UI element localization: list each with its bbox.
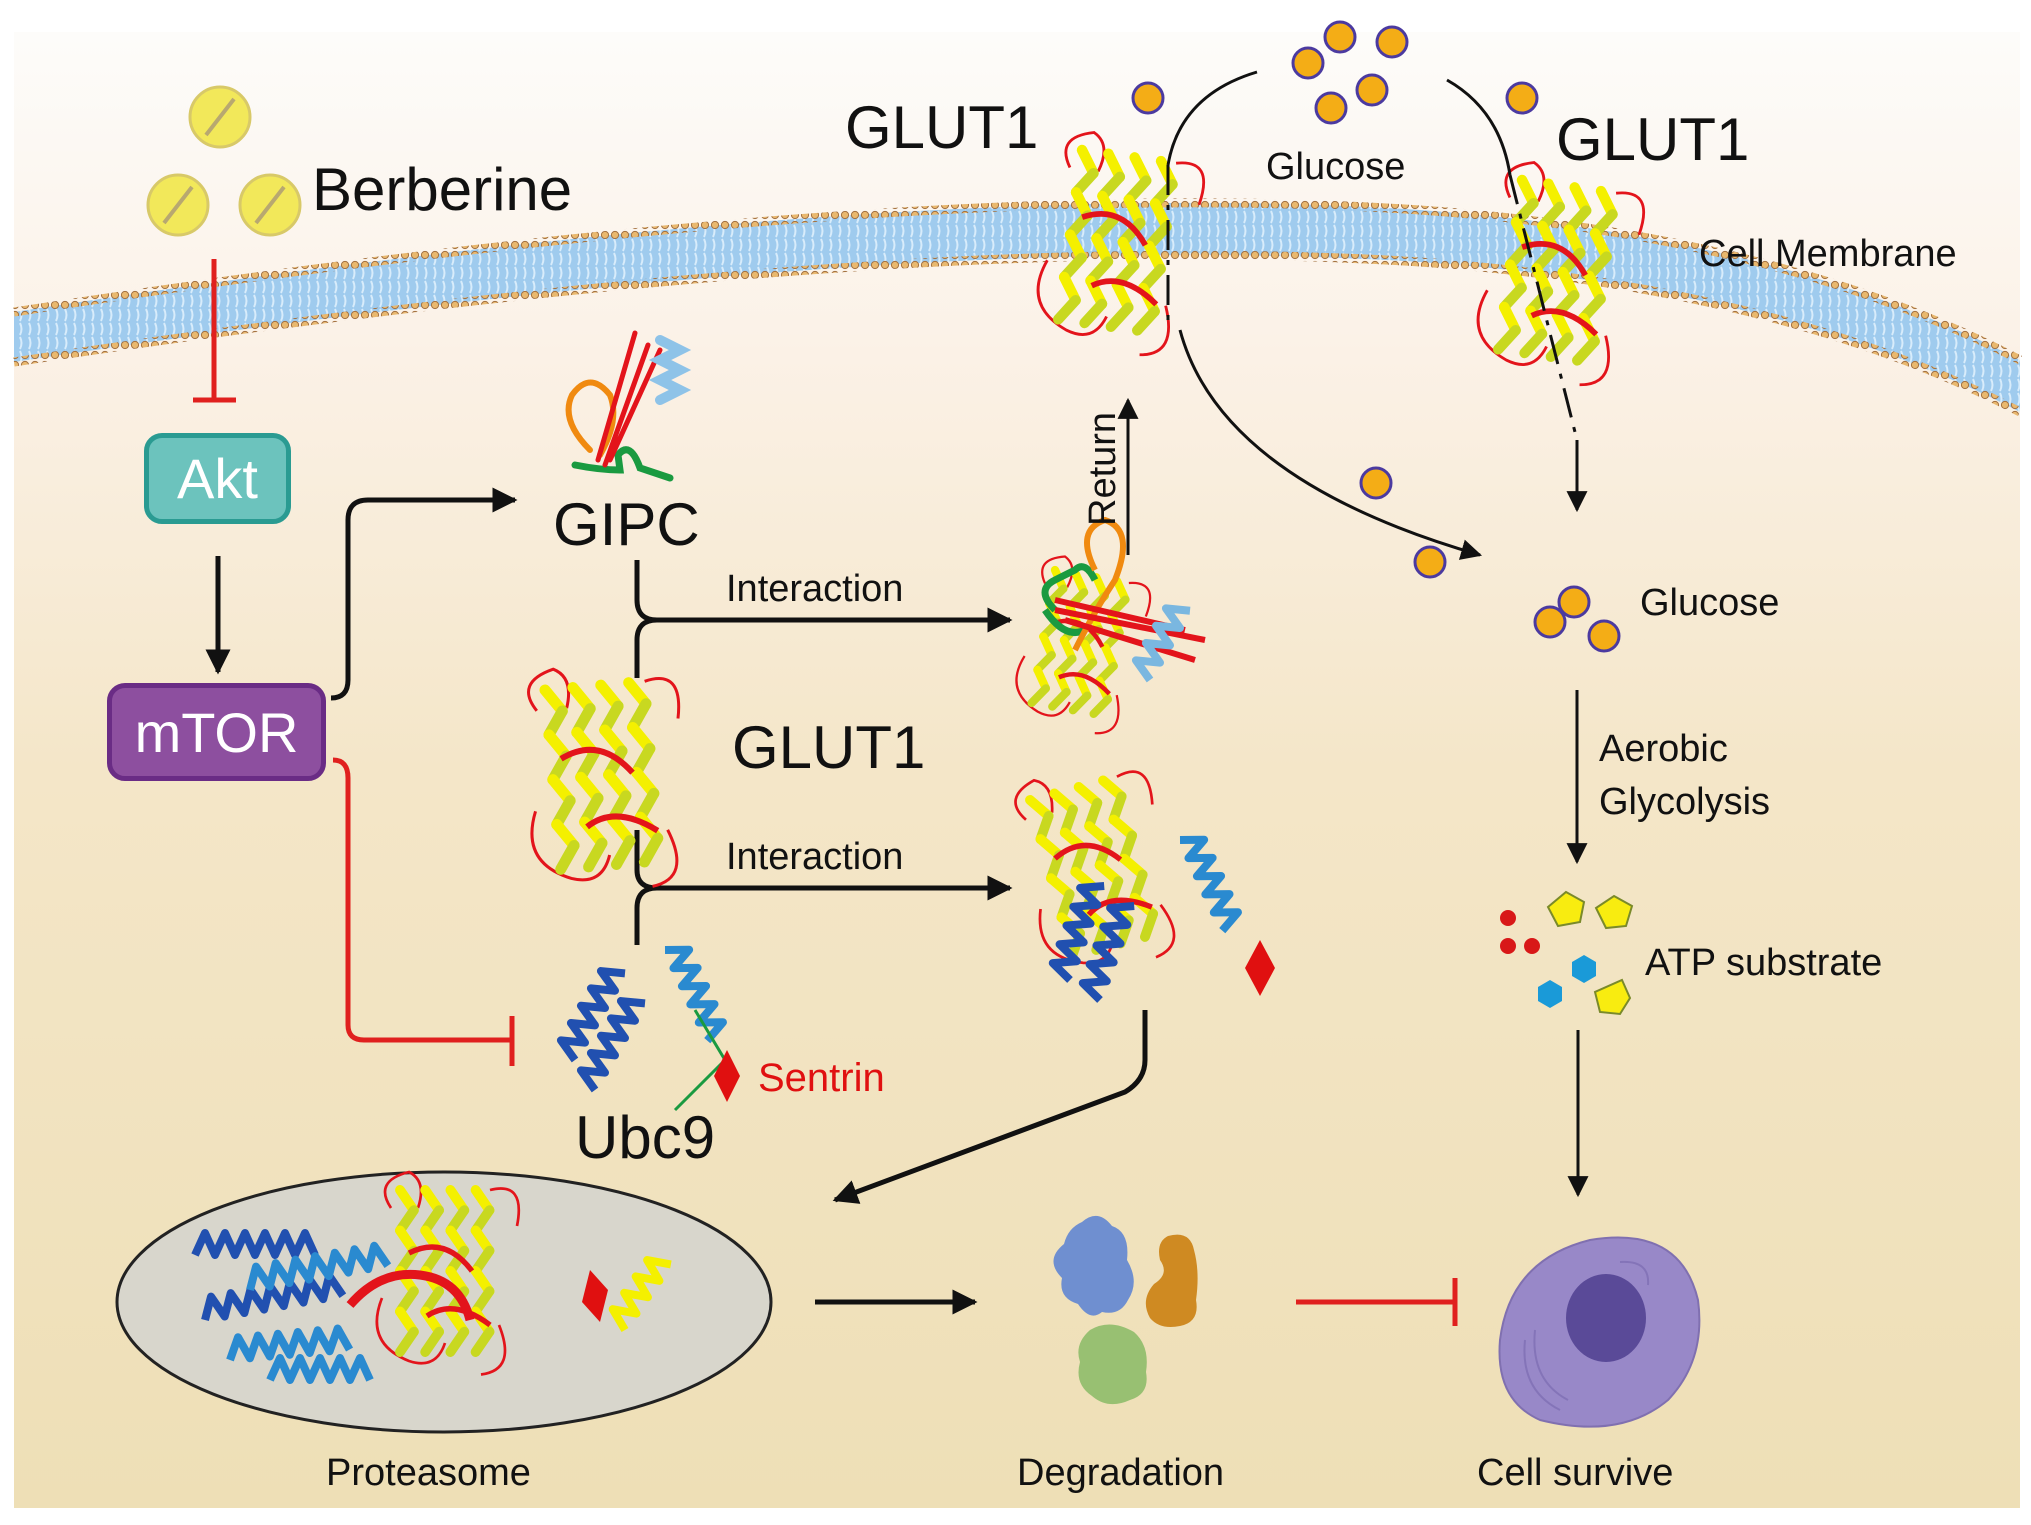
mtor-node[interactable]: mTOR xyxy=(107,683,326,781)
akt-node[interactable]: Akt xyxy=(144,433,291,524)
glucose-molecule xyxy=(1131,81,1165,115)
mtor-label: mTOR xyxy=(134,700,299,764)
interaction-1-edge xyxy=(634,560,1013,678)
glucose-molecule xyxy=(1533,605,1567,639)
glut1-membrane-right-label: GLUT1 xyxy=(1556,106,1750,173)
glucose-transport-right-edge xyxy=(1446,78,1588,513)
gipc-label: GIPC xyxy=(553,491,700,558)
degraded-protein-fragments-icon xyxy=(1053,1215,1198,1405)
mtor-activates-gipc-edge xyxy=(330,487,518,701)
glucose-molecules-icon xyxy=(1131,20,1621,653)
glucose-molecule xyxy=(1291,46,1325,80)
return-label: Return xyxy=(1082,411,1124,526)
interaction-2-label: Interaction xyxy=(726,836,904,878)
glut1-ubc9-sentrin-complex-icon xyxy=(1014,770,1275,1003)
proteasome-label: Proteasome xyxy=(326,1452,531,1494)
aerobic-label: Aerobic xyxy=(1599,728,1728,770)
ubc9-label: Ubc9 xyxy=(575,1104,716,1171)
cell-survive-label: Cell survive xyxy=(1477,1452,1674,1494)
proteasome-icon xyxy=(115,1170,773,1434)
akt-label: Akt xyxy=(177,447,258,510)
complex-to-proteasome-edge xyxy=(832,1010,1148,1204)
glycolysis-label: Glycolysis xyxy=(1599,781,1771,823)
glut1-cytoplasm-protein-icon xyxy=(527,667,681,888)
degradation-label: Degradation xyxy=(1017,1452,1225,1494)
glucose-molecule xyxy=(1557,585,1591,619)
glut1-membrane-left-label: GLUT1 xyxy=(845,94,1039,161)
sentrin-label: Sentrin xyxy=(758,1056,885,1100)
cancer-cell-icon xyxy=(1498,1236,1701,1428)
gipc-glut1-complex-icon xyxy=(1015,516,1206,735)
sentrin-diamond-icon xyxy=(714,1050,740,1102)
glut1-membrane-left-protein-icon xyxy=(1036,131,1206,357)
berberine-pills-icon xyxy=(146,85,302,237)
glucose-molecule xyxy=(1587,619,1621,653)
mtor-inhibits-ubc9-edge xyxy=(332,757,515,1066)
glucose-intracellular-label: Glucose xyxy=(1640,582,1780,624)
berberine-inhibits-akt-edge xyxy=(193,259,236,403)
gipc-protein-icon xyxy=(565,330,692,482)
atp-substrate-icon xyxy=(1500,890,1634,1016)
glucose-molecule xyxy=(1323,20,1357,54)
glut1-cytoplasm-label: GLUT1 xyxy=(732,714,926,781)
interaction-1-label: Interaction xyxy=(726,568,904,610)
glucose-transport-left-edge xyxy=(1166,70,1483,560)
degradation-inhibits-cell-survive-edge xyxy=(1296,1278,1458,1326)
glucose-molecule xyxy=(1314,91,1348,125)
berberine-label: Berberine xyxy=(312,156,573,223)
glucose-molecule xyxy=(1413,545,1447,579)
atp-substrate-label: ATP substrate xyxy=(1645,942,1883,984)
glucose-molecule xyxy=(1505,81,1539,115)
glucose-molecule xyxy=(1359,466,1393,500)
glut1-membrane-right-protein-icon xyxy=(1476,161,1646,387)
glucose-extracellular-label: Glucose xyxy=(1266,146,1406,188)
glucose-molecule xyxy=(1375,25,1409,59)
interaction-2-edge xyxy=(634,830,1013,945)
glucose-molecule xyxy=(1355,73,1389,107)
cell-membrane-label: Cell Membrane xyxy=(1699,233,1957,275)
